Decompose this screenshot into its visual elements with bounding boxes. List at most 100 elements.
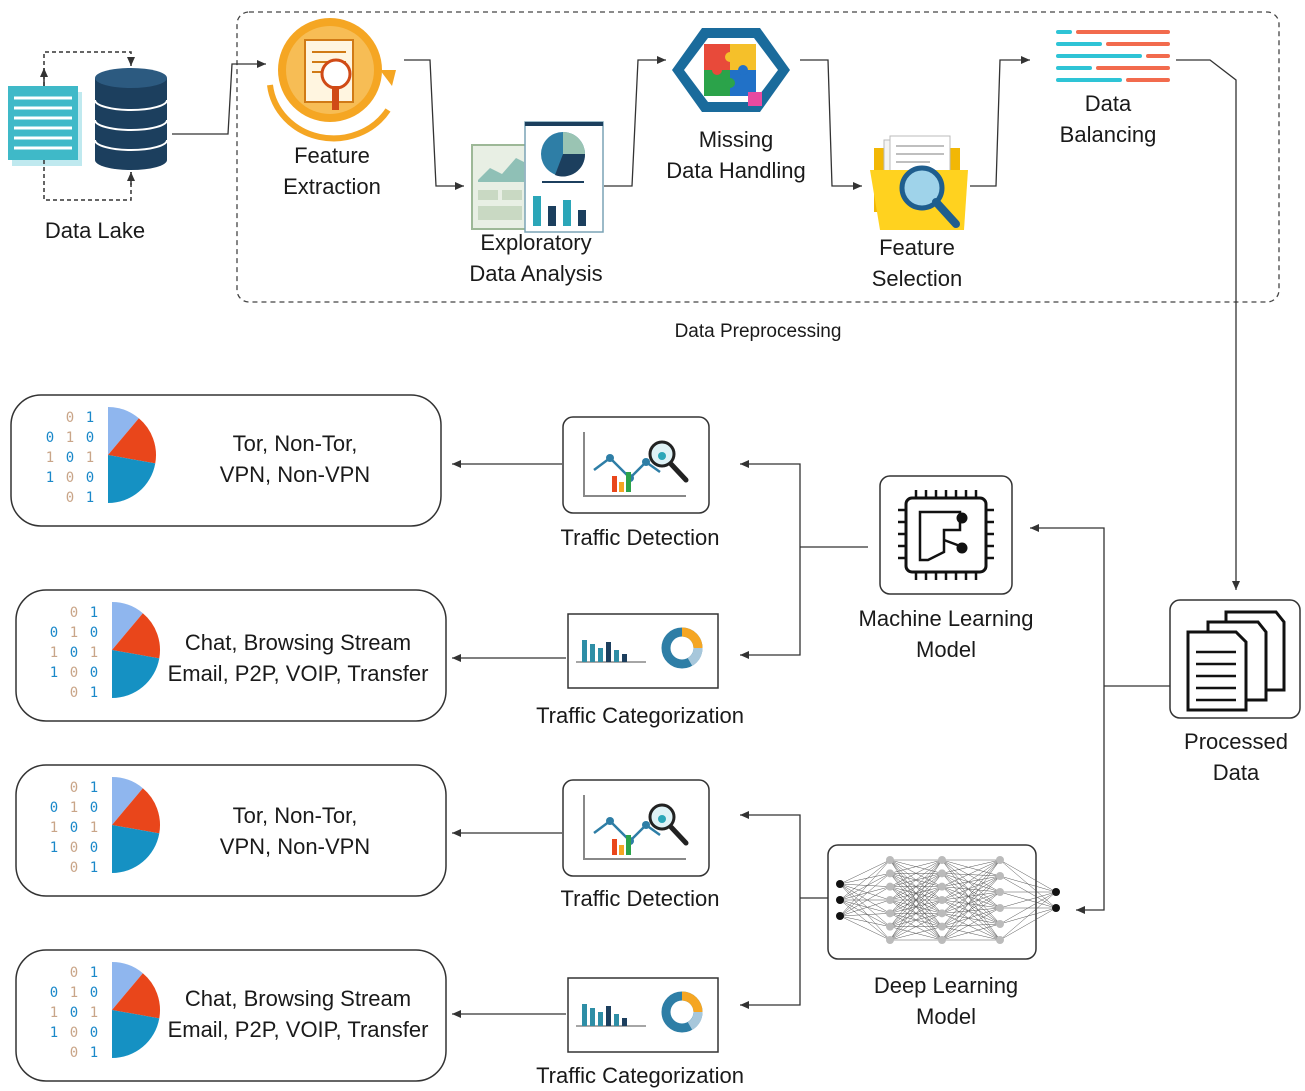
binary-digit: 0 [70, 780, 78, 796]
output-2-line-2: Email, P2P, VOIP, Transfer [167, 661, 429, 686]
data-balancing-line-2: Balancing [1059, 122, 1157, 147]
binary-digit: 0 [66, 450, 74, 466]
binary-digit: 0 [66, 410, 74, 426]
nn-edge [839, 899, 891, 917]
bar-donut-chart-icon [576, 627, 703, 669]
pie-slice [108, 455, 156, 503]
nn-edge [941, 891, 1001, 914]
nn-edge [941, 913, 1001, 941]
binary-digit: 0 [86, 430, 94, 446]
eda-label: Exploratory Data Analysis [456, 227, 616, 289]
binary-digit: 1 [50, 820, 58, 836]
binary-digit: 1 [46, 450, 54, 466]
binary-digit: 0 [70, 645, 78, 661]
binary-digit: 1 [90, 860, 98, 876]
nn-edge [941, 875, 1001, 914]
nn-edge [941, 875, 1001, 887]
nn-node [886, 882, 894, 891]
nn-edge [941, 907, 1001, 914]
nn-edge [839, 915, 891, 927]
nn-edge [839, 899, 891, 914]
traffic-categorization-box-2 [567, 977, 719, 1053]
nn-edge [839, 883, 891, 914]
dl-model-box [827, 844, 1037, 960]
binary-digit: 1 [90, 645, 98, 661]
dl-model-label: Deep Learning Model [836, 970, 1056, 1032]
nn-edge [889, 859, 943, 941]
binary-digit: 1 [86, 450, 94, 466]
traffic-detection-label-1: Traffic Detection [560, 525, 720, 550]
nn-edge [941, 873, 1001, 925]
nn-edge [941, 886, 1001, 941]
nn-edge [839, 859, 891, 917]
nn-edge [839, 915, 891, 941]
output-1-line-2: VPN, Non-VPN [219, 462, 371, 487]
nn-edge [839, 883, 891, 901]
binary-digit: 1 [70, 985, 78, 1001]
output-text-3: Tor, Non-Tor, VPN, Non-VPN [180, 800, 410, 862]
nn-edge [941, 859, 1001, 901]
data-balancing-label: Data Balancing [1043, 88, 1173, 150]
nn-node [996, 856, 1004, 864]
binary-digit: 0 [70, 1025, 78, 1041]
output-text-1: Tor, Non-Tor, VPN, Non-VPN [180, 428, 410, 490]
nn-edge [839, 883, 891, 927]
nn-edge [839, 873, 891, 917]
traffic-detection-box-2 [562, 779, 710, 877]
binary-digit: 1 [70, 800, 78, 816]
binary-digit: 1 [90, 1045, 98, 1061]
nn-edge [839, 886, 891, 901]
nn-node [836, 912, 844, 920]
nn-edge [941, 886, 1001, 893]
output-1-line-1: Tor, Non-Tor, [232, 431, 358, 456]
stacked-documents-icon [1186, 610, 1286, 712]
bar-donut-chart-icon [576, 991, 703, 1033]
nn-edge [941, 875, 1001, 941]
nn-edge [941, 859, 1001, 914]
binary-digit: 0 [70, 1045, 78, 1061]
feature-extraction-line-2: Extraction [283, 174, 381, 199]
nn-node [1052, 888, 1060, 896]
nn-edge [941, 875, 1001, 901]
feature-selection-label: Feature Selection [852, 232, 982, 294]
nn-edge [941, 859, 1001, 941]
balanced-bars-icon [1056, 30, 1170, 82]
nn-edge [999, 875, 1057, 893]
feature-selection-line-1: Feature [879, 235, 955, 260]
binary-digit: 1 [90, 820, 98, 836]
nn-edge [941, 859, 1001, 874]
output-3-line-1: Tor, Non-Tor, [232, 803, 358, 828]
binary-digit: 1 [90, 965, 98, 981]
binary-digit: 1 [90, 685, 98, 701]
task-connectors [452, 460, 868, 1018]
nn-edge [839, 859, 891, 901]
nn-edge [941, 873, 1001, 893]
nn-node [886, 896, 894, 904]
ml-model-line-1: Machine Learning [858, 606, 1034, 631]
nn-edge [999, 891, 1057, 941]
nn-edge [941, 859, 1001, 927]
binary-digit: 0 [70, 605, 78, 621]
traffic-detection-box-1 [562, 416, 710, 514]
nn-edge [941, 873, 1001, 941]
binary-digit: 0 [66, 490, 74, 506]
feature-extraction-label: Feature Extraction [262, 140, 402, 202]
pie-slice [112, 962, 143, 1010]
nn-node [996, 872, 1004, 880]
output-text-2: Chat, Browsing Stream Email, P2P, VOIP, … [160, 627, 436, 689]
binary-digit: 1 [66, 430, 74, 446]
ml-model-line-2: Model [916, 637, 976, 662]
preprocessing-group-label: Data Preprocessing [674, 321, 842, 342]
nn-edge [941, 926, 1001, 941]
nn-node [886, 869, 894, 878]
binary-digit: 0 [70, 840, 78, 856]
nn-edge [941, 923, 1001, 941]
output-3-line-2: VPN, Non-VPN [219, 834, 371, 859]
nn-node [996, 936, 1004, 944]
nn-edge [941, 873, 1001, 877]
nn-node [836, 896, 844, 904]
